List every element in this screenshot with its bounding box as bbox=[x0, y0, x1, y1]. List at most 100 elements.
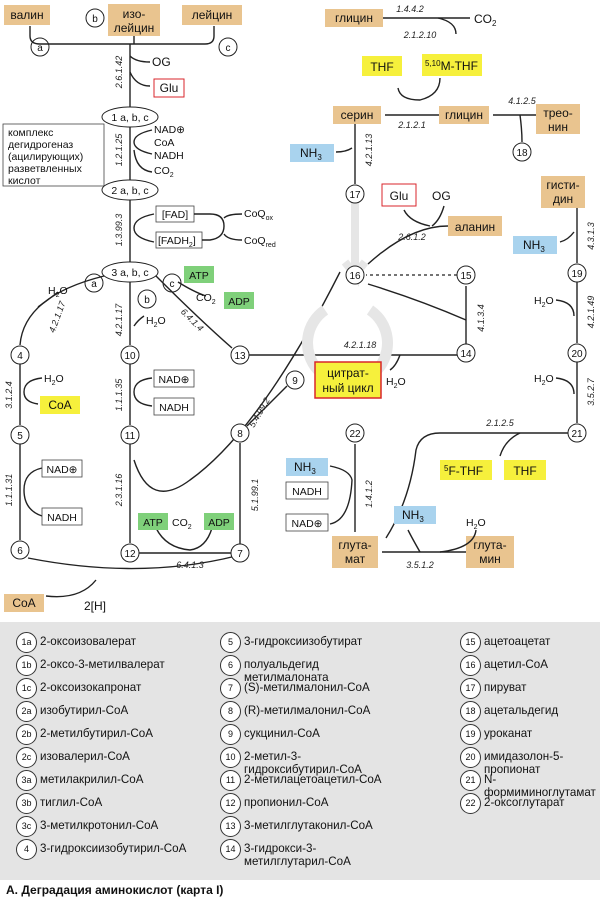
nad-label-5: NAD⊕ bbox=[47, 464, 78, 476]
glycine2-box bbox=[439, 106, 489, 124]
coq-link bbox=[194, 213, 225, 241]
nadh-label-5: NADH bbox=[47, 512, 77, 524]
alanine-box bbox=[448, 216, 502, 236]
coq-ox-label: CoQox bbox=[244, 208, 273, 222]
circle-b-mid-label: b bbox=[144, 295, 150, 306]
nad-side bbox=[133, 129, 153, 155]
node-10-label: 10 bbox=[124, 351, 136, 362]
enzyme-1.1.1.35: 1.1.1.35 bbox=[114, 378, 124, 412]
two-h-label: 2[H] bbox=[84, 599, 106, 613]
nh3-box-gln bbox=[394, 506, 436, 524]
legend-item-text: 2-метилбутирил-CoA bbox=[40, 727, 153, 740]
legend-item-text: ацетальдегид bbox=[484, 704, 559, 717]
coa-box-bottom bbox=[4, 594, 44, 612]
fthf-box bbox=[440, 460, 492, 480]
threonine-box bbox=[536, 104, 580, 134]
node-14-label: 14 bbox=[460, 349, 472, 360]
nh3-box-22 bbox=[286, 458, 328, 476]
legend-item-text: (S)-метилмалонил-CoA bbox=[244, 681, 370, 694]
enzyme-1.1.1.31: 1.1.1.31 bbox=[4, 474, 14, 507]
legend-number-badge: 21 bbox=[460, 770, 481, 791]
legend-item-text: 2-оксоизовалерат bbox=[40, 635, 137, 648]
arrow-8-to-9 bbox=[246, 385, 288, 427]
legend-number-badge: 6 bbox=[220, 655, 241, 676]
node-4-label: 4 bbox=[17, 351, 23, 362]
serine-nh3-side bbox=[335, 147, 353, 153]
h2o-b-side bbox=[133, 315, 145, 327]
cycle-entry-arrow bbox=[341, 200, 369, 287]
arrow-6-to-7 bbox=[27, 555, 237, 570]
coa-label-bottom: CoA bbox=[12, 596, 35, 610]
node-9-label: 9 bbox=[292, 376, 298, 387]
mthf-box bbox=[422, 54, 482, 76]
threonine-line2: нин bbox=[548, 120, 568, 134]
legend-item-text: сукцинил-CoA bbox=[244, 727, 320, 740]
leucine-label: лейцин bbox=[192, 8, 233, 22]
threonine-18-side bbox=[519, 114, 523, 143]
legend-number-badge: 14 bbox=[220, 839, 241, 860]
node-9 bbox=[285, 370, 305, 390]
histidine-box bbox=[541, 176, 585, 208]
nad-5-side bbox=[23, 467, 43, 517]
atp-box-1 bbox=[184, 266, 214, 283]
coa-2h-side bbox=[45, 579, 97, 598]
h2o-4-label: H2O bbox=[44, 373, 64, 387]
node-22-label: 22 bbox=[349, 429, 361, 440]
node-17-label: 17 bbox=[349, 190, 361, 201]
glu-box-2 bbox=[381, 183, 417, 207]
legend-number-badge: 1c bbox=[16, 678, 37, 699]
nad-box-10 bbox=[153, 369, 195, 388]
legend-number-badge: 12 bbox=[220, 793, 241, 814]
enzyme-3.1.2.4: 3.1.2.4 bbox=[4, 381, 14, 409]
enzyme-1.2.1.25: 1.2.1.25 bbox=[114, 133, 124, 167]
og-label-1: OG bbox=[152, 55, 171, 69]
co2-top-label: CO2 bbox=[474, 12, 497, 28]
isoleucine-label-2: лейцин bbox=[114, 21, 155, 35]
legend-item-text: (R)-метилмалонил-CoA bbox=[244, 704, 371, 717]
adp-box-2 bbox=[204, 513, 234, 530]
fad-side bbox=[133, 213, 155, 243]
node-8 bbox=[230, 423, 250, 443]
thf-fthf-side bbox=[499, 432, 521, 457]
atp-label-1: ATP bbox=[189, 270, 209, 282]
h2o-20-label: H2O bbox=[534, 373, 554, 387]
glu-box-1 bbox=[153, 78, 185, 98]
legend-item-text: 3-метилкротонил-CoA bbox=[40, 819, 159, 832]
nad-box-22 bbox=[285, 513, 329, 532]
thf-box-2 bbox=[504, 460, 546, 480]
enzyme-2.3.1.16: 2.3.1.16 bbox=[114, 474, 124, 508]
nadh-box-22 bbox=[285, 481, 329, 500]
arrow-11-to-16 bbox=[133, 271, 341, 492]
enzyme-1.4.4.2: 1.4.4.2 bbox=[396, 4, 424, 14]
coq-red-label: CoQred bbox=[244, 235, 276, 249]
nad-label-1: NAD⊕ bbox=[154, 124, 185, 136]
node-8-label: 8 bbox=[237, 429, 243, 440]
glutamine-line1: глута- bbox=[473, 538, 506, 552]
legend-item-text: изовалерил-CoA bbox=[40, 750, 130, 763]
thf-box-1 bbox=[362, 56, 402, 76]
node-6 bbox=[10, 540, 30, 560]
nad-label-10: NAD⊕ bbox=[159, 374, 190, 386]
legend-item-text: 3-гидрокси-3-метилглутарил-CoA bbox=[244, 842, 351, 868]
adp-label-2: ADP bbox=[208, 517, 230, 529]
nad-box-5 bbox=[41, 459, 83, 478]
legend-number-badge: 7 bbox=[220, 678, 241, 699]
legend-item-text: 2-оксоизокапронат bbox=[40, 681, 142, 694]
h2o-a-label: H2O bbox=[48, 285, 68, 299]
arrow-alanine-pyruvate bbox=[367, 225, 449, 265]
legend-number-badge: 5 bbox=[220, 632, 241, 653]
enzyme-4.2.1.18: 4.2.1.18 bbox=[344, 340, 377, 350]
co2-label-3: CO2 bbox=[172, 517, 192, 531]
enzyme-5.1.99.1: 5.1.99.1 bbox=[250, 479, 260, 512]
node-20-label: 20 bbox=[571, 349, 583, 360]
legend-item-text: пропионил-CoA bbox=[244, 796, 329, 809]
glycine-thf-side bbox=[437, 17, 457, 35]
og-label-2: OG bbox=[432, 189, 451, 203]
h2o-20-side bbox=[555, 377, 575, 395]
atp-adp-side-1 bbox=[177, 281, 207, 297]
enzyme-2.6.1.2: 2.6.1.2 bbox=[397, 232, 426, 242]
circle-c-mid-label: c bbox=[170, 279, 175, 290]
complex1-label: 1 a, b, c bbox=[111, 112, 148, 124]
legend-number-badge: 3a bbox=[16, 770, 37, 791]
